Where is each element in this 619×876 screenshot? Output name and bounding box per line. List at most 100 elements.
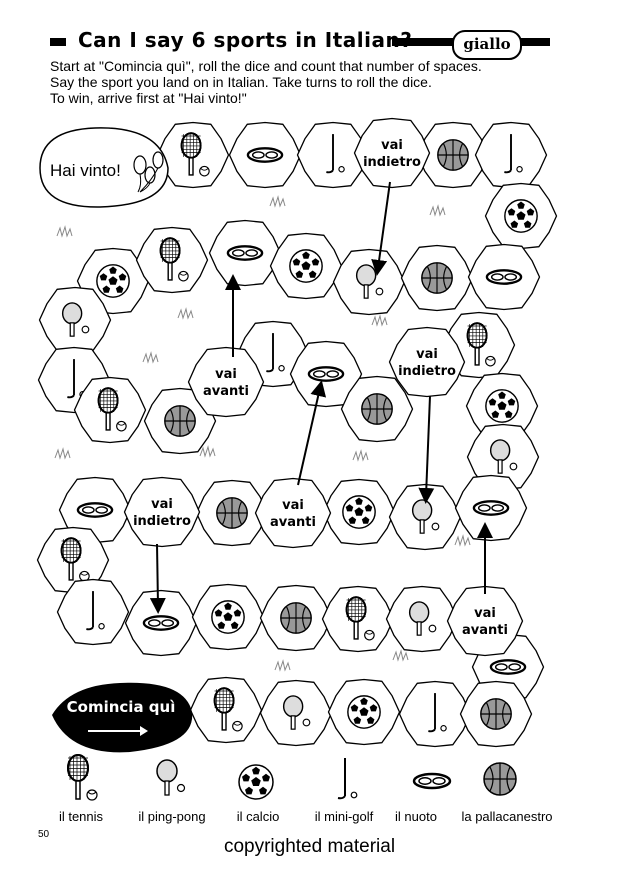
- title-bar-left: [50, 38, 66, 46]
- board-space: [195, 479, 269, 547]
- svg-text:vai: vai: [416, 347, 438, 362]
- board-space: [459, 680, 533, 748]
- board-spaces: vaiindietrovaiavantivaiindietrovaiindiet…: [36, 117, 558, 753]
- start-space: Comincia quì: [52, 682, 193, 753]
- svg-text:indietro: indietro: [398, 364, 456, 379]
- finish-space: Hai vinto!: [39, 127, 169, 208]
- goggles-icon: [246, 147, 284, 163]
- mini-golf-icon: [428, 693, 447, 733]
- instruction-line: Start at "Comincia quì", roll the dice a…: [50, 58, 482, 74]
- board-space: [327, 678, 401, 746]
- forward-space: vai avanti: [187, 346, 265, 418]
- svg-text:Hai vinto!: Hai vinto!: [50, 161, 121, 180]
- goggles-icon: [489, 659, 527, 675]
- board-space: [322, 478, 396, 546]
- board-space: [135, 226, 209, 294]
- board-arrows: [149, 181, 493, 614]
- board-space: [156, 121, 230, 189]
- copyright-notice: copyrighted material: [223, 836, 396, 857]
- mini-golf-icon: [86, 591, 105, 631]
- board-space: [467, 243, 541, 311]
- board-space: [124, 589, 198, 657]
- board-space: [332, 248, 406, 316]
- svg-text:indietro: indietro: [363, 155, 421, 170]
- grass-tuft: [429, 204, 446, 217]
- board-space: [259, 679, 333, 747]
- tennis-icon: [159, 237, 189, 282]
- legend-label: il ping-pong: [138, 809, 205, 824]
- svg-text:vai: vai: [151, 497, 173, 512]
- ping-pong-icon: [156, 759, 186, 796]
- legend-item: il ping-pong: [138, 759, 206, 824]
- board-space: [36, 526, 110, 594]
- board-space: [58, 476, 132, 544]
- back-space: vai indietro: [388, 326, 466, 398]
- instructions: Start at "Comincia quì", roll the dice a…: [50, 58, 482, 106]
- ping-pong-icon: [61, 302, 90, 337]
- color-badge: giallo: [452, 30, 522, 60]
- tennis-icon: [97, 387, 127, 432]
- basketball-icon: [361, 393, 393, 425]
- move-arrow: [371, 181, 391, 276]
- svg-text:Comincia quì: Comincia quì: [67, 698, 176, 716]
- svg-text:vai: vai: [215, 367, 237, 382]
- basketball-icon: [480, 698, 512, 730]
- soccer-ball-icon: [504, 199, 538, 233]
- instruction-line: To win, arrive first at "Hai vinto!": [50, 90, 247, 106]
- board-space: [388, 483, 462, 551]
- board-space: [191, 583, 265, 651]
- tennis-icon: [345, 596, 375, 641]
- mini-golf-icon: [266, 333, 285, 373]
- legend-label: il tennis: [59, 809, 104, 824]
- basketball-icon: [421, 262, 453, 294]
- grass-tuft: [392, 649, 409, 662]
- goggles-icon: [142, 615, 180, 631]
- grass-tuft: [142, 351, 159, 364]
- legend-item: il tennis: [59, 754, 104, 824]
- mini-golf-icon: [504, 134, 523, 174]
- goggles-icon: [226, 245, 264, 261]
- goggles-icon: [76, 502, 114, 518]
- goggles-icon: [412, 772, 452, 790]
- soccer-ball-icon: [347, 695, 381, 729]
- tennis-icon: [180, 132, 210, 177]
- basketball-icon: [216, 497, 248, 529]
- board-space: [385, 585, 459, 653]
- goggles-icon: [307, 366, 345, 382]
- legend-label: il nuoto: [395, 809, 437, 824]
- basketball-icon: [437, 139, 469, 171]
- legend-label: la pallacanestro: [461, 809, 552, 824]
- ping-pong-icon: [408, 601, 437, 636]
- soccer-ball-icon: [211, 600, 245, 634]
- grass-tuft: [177, 307, 194, 320]
- board-space: [208, 219, 282, 287]
- grass-tuft: [352, 449, 369, 462]
- board-space: [189, 676, 263, 744]
- board-space: [398, 680, 472, 748]
- grass-tuft: [54, 447, 71, 460]
- mini-golf-icon: [326, 134, 345, 174]
- board-space: [400, 244, 474, 312]
- board-space: [73, 376, 147, 444]
- grass-tuft: [199, 445, 216, 458]
- board-space: [484, 182, 558, 250]
- svg-text:avanti: avanti: [462, 623, 508, 638]
- board-space: [269, 232, 343, 300]
- basketball-icon: [164, 405, 196, 437]
- tennis-icon: [60, 537, 90, 582]
- move-arrow: [418, 395, 435, 504]
- board-space: [340, 375, 414, 443]
- page-title: Can I say 6 sports in Italian?: [78, 28, 413, 52]
- grass-tuft: [269, 195, 286, 208]
- legend-label: il calcio: [237, 809, 280, 824]
- board-space: [465, 372, 539, 440]
- soccer-ball-icon: [238, 764, 274, 800]
- svg-text:avanti: avanti: [203, 384, 249, 399]
- page-number: 50: [38, 829, 50, 840]
